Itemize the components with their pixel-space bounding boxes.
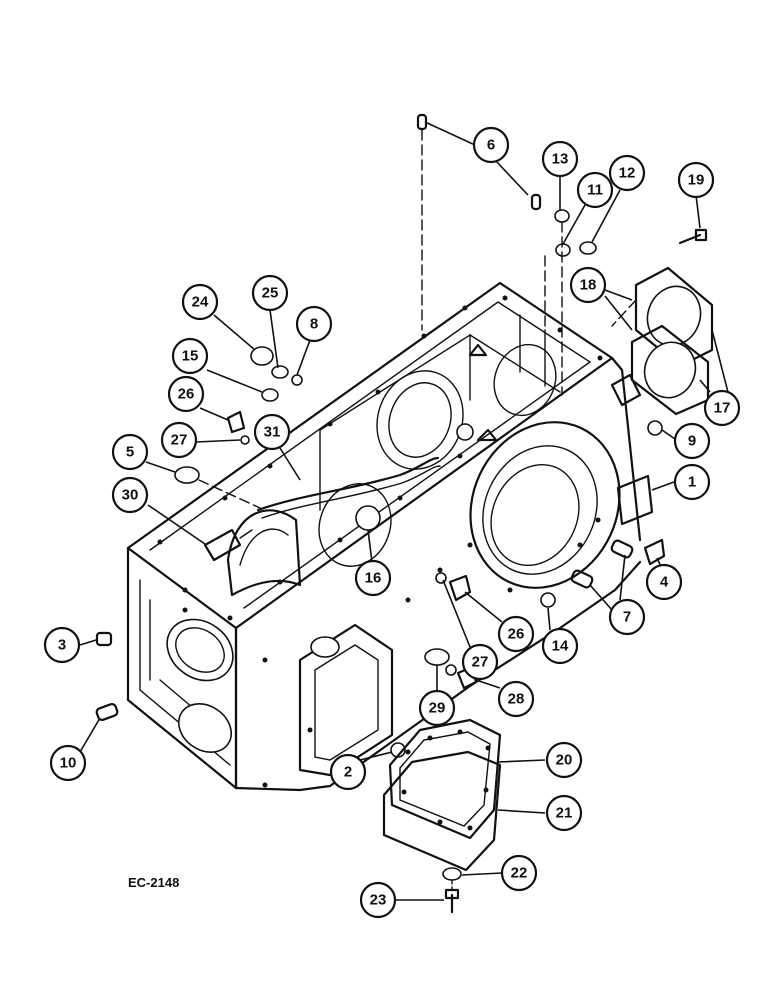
callout-24: 24 (181, 283, 219, 321)
callout-29: 29 (418, 689, 456, 727)
callout-label: 22 (511, 865, 528, 882)
callout-2: 2 (329, 753, 367, 791)
callout-label: 17 (714, 400, 731, 417)
callout-4: 4 (645, 563, 683, 601)
callout-label: 11 (587, 182, 603, 199)
callout-label: 28 (508, 691, 525, 708)
callout-14: 14 (541, 627, 579, 665)
callout-label: 2 (344, 764, 352, 781)
callout-label: 26 (508, 626, 525, 643)
callout-22: 22 (500, 854, 538, 892)
callout-label: 26 (178, 386, 195, 403)
loose-parts (95, 113, 714, 914)
callout-label: 5 (126, 444, 134, 461)
callout-3: 3 (43, 626, 81, 664)
callout-31: 31 (253, 413, 291, 451)
callout-28: 28 (497, 680, 535, 718)
callout-13: 13 (541, 140, 579, 178)
callout-12: 12 (608, 154, 646, 192)
callout-20: 20 (545, 741, 583, 779)
callout-label: 15 (182, 348, 199, 365)
callout-5: 5 (111, 433, 149, 471)
callout-26: 26 (497, 615, 535, 653)
callout-label: 19 (688, 172, 705, 189)
callout-9: 9 (673, 422, 711, 460)
callout-label: 1 (688, 474, 696, 491)
callout-label: 31 (264, 424, 281, 441)
callout-label: 14 (552, 638, 569, 655)
callout-label: 27 (472, 654, 489, 671)
callout-21: 21 (545, 794, 583, 832)
callout-16: 16 (354, 559, 392, 597)
callout-11: 11 (576, 171, 614, 209)
callout-label: 4 (660, 574, 669, 591)
callout-label: 16 (365, 570, 382, 587)
callout-8: 8 (295, 305, 333, 343)
callout-label: 18 (580, 277, 597, 294)
callout-label: 29 (429, 700, 446, 717)
figure-code: EC-2148 (128, 875, 179, 890)
callout-18: 18 (569, 266, 607, 304)
callout-25: 25 (251, 274, 289, 312)
callout-27: 27 (160, 421, 198, 459)
callout-label: 20 (556, 752, 573, 769)
callout-label: 30 (122, 487, 139, 504)
callout-label: 8 (310, 316, 318, 333)
callout-17: 17 (703, 389, 741, 427)
callout-label: 23 (370, 892, 387, 909)
callout-label: 3 (58, 637, 66, 654)
callout-7: 7 (608, 598, 646, 636)
callout-label: 9 (688, 433, 696, 450)
callout-30: 30 (111, 476, 149, 514)
callout-19: 19 (677, 161, 715, 199)
callout-6: 6 (472, 126, 510, 164)
callout-10: 10 (49, 744, 87, 782)
callout-label: 27 (171, 432, 188, 449)
callout-1: 1 (673, 463, 711, 501)
callout-label: 13 (552, 151, 569, 168)
callout-label: 6 (487, 137, 495, 154)
callout-label: 10 (60, 755, 77, 772)
callout-label: 25 (262, 285, 279, 302)
callout-label: 24 (192, 294, 209, 311)
callout-label: 12 (619, 165, 636, 182)
callout-23: 23 (359, 881, 397, 919)
callout-15: 15 (171, 337, 209, 375)
leader-lines (79, 121, 731, 901)
callout-26: 26 (167, 375, 205, 413)
callout-label: 21 (556, 805, 573, 822)
callout-27: 27 (461, 643, 499, 681)
callout-label: 7 (623, 609, 631, 626)
